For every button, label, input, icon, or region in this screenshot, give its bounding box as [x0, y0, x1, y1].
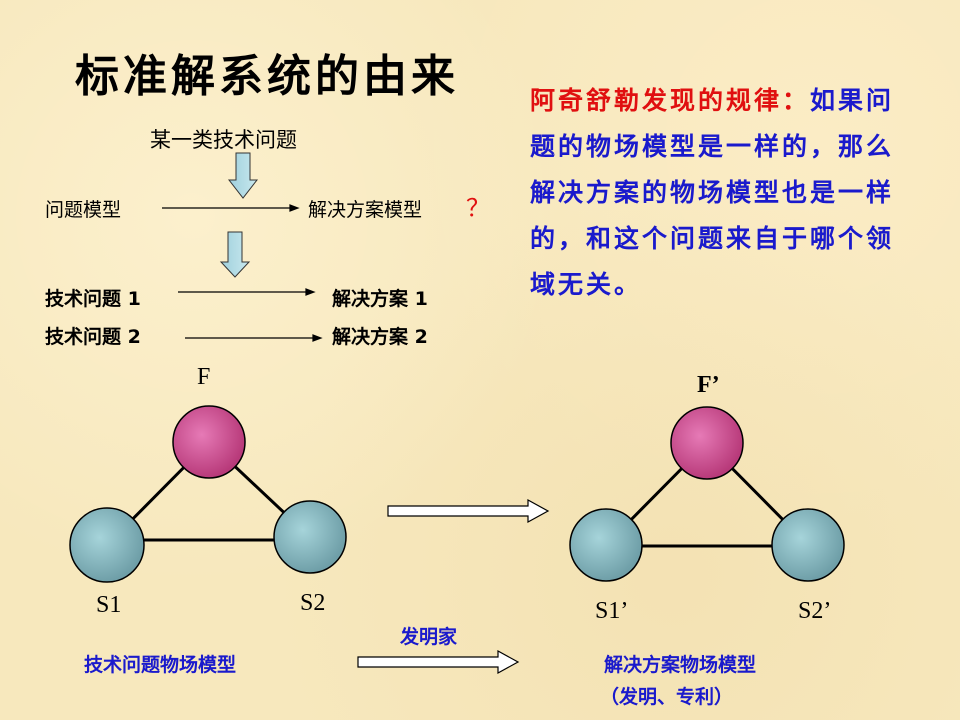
solution-model-caption: 解决方案物场模型 — [604, 654, 757, 676]
rule-heading: 阿奇舒勒发现的规律： — [530, 86, 811, 115]
problem-2-label: 技术问题 2 — [45, 326, 141, 348]
substance-node-S1 — [69, 507, 145, 583]
problem-model-label: 问题模型 — [45, 199, 122, 221]
solution-model-subcaption: （发明、专利） — [600, 686, 734, 708]
down-arrow-icon — [227, 152, 259, 199]
field-node-F-prime — [670, 406, 744, 480]
label-S1-prime: S1’ — [595, 598, 629, 624]
problem-model-caption: 技术问题物场模型 — [84, 654, 237, 676]
field-node-F — [172, 405, 246, 479]
down-arrow-icon — [219, 231, 251, 278]
inventor-arrow-icon — [357, 649, 520, 675]
substance-node-S2 — [273, 500, 347, 574]
label-S2: S2 — [300, 590, 326, 616]
substance-node-S2-prime — [771, 508, 845, 582]
solution-model-label: 解决方案模型 — [308, 199, 423, 221]
problem-1-label: 技术问题 1 — [45, 288, 141, 310]
label-S1: S1 — [96, 592, 122, 618]
solution-2-label: 解决方案 2 — [332, 326, 428, 348]
substance-node-S1-prime — [569, 508, 643, 582]
rule-text: 阿奇舒勒发现的规律：如果问题的物场模型是一样的，那么解决方案的物场模型也是一样的… — [530, 78, 910, 308]
label-S2-prime: S2’ — [798, 598, 832, 624]
inventor-label: 发明家 — [400, 626, 458, 648]
transform-arrow-icon — [387, 498, 550, 524]
question-mark: ？ — [466, 194, 490, 222]
solution-1-label: 解决方案 1 — [332, 288, 428, 310]
rule-body: 如果问题的物场模型是一样的，那么解决方案的物场模型也是一样的，和这个问题来自于哪… — [530, 86, 895, 299]
flow-top-label: 某一类技术问题 — [150, 128, 297, 152]
label-F-prime: F’ — [697, 372, 720, 398]
label-F: F — [197, 364, 211, 390]
page-title: 标准解系统的由来 — [75, 51, 459, 102]
